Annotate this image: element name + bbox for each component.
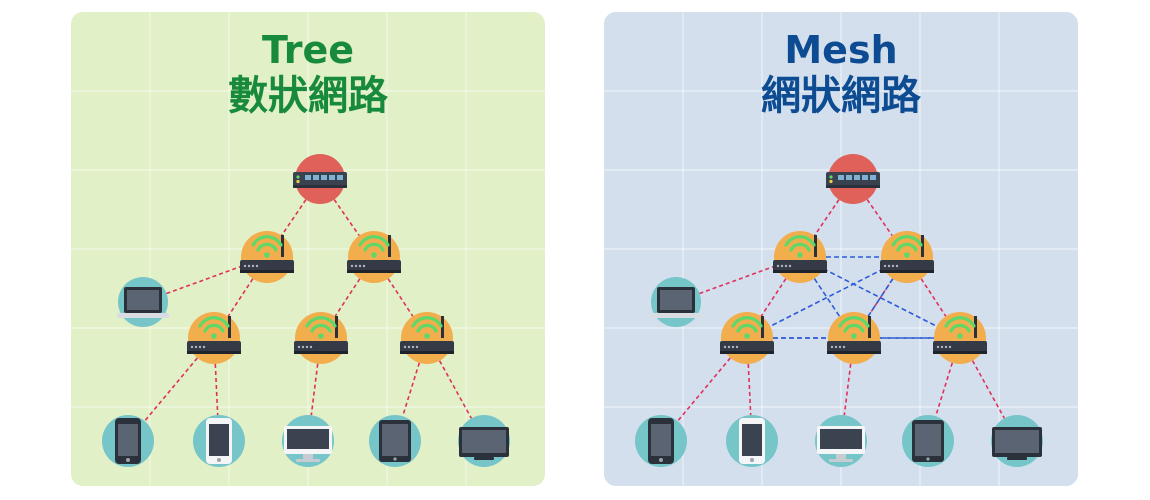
mesh-link-r1-r4 [813,278,841,317]
tree-links [144,199,473,422]
wifi-router-icon [400,312,454,364]
uplink-r2-r5 [387,278,414,317]
uplink-r1-lap [166,265,243,295]
uplink-r2-r4 [334,278,361,317]
uplink-r4-d3 [310,363,319,416]
mesh-links [677,199,1006,422]
smartphone-white-icon [193,415,245,467]
uplink-gw-r1 [813,199,840,236]
mesh-link-r1-r5 [822,267,938,328]
uplink-r5-d5 [971,360,1006,419]
tablet-icon [369,415,421,467]
uplink-gw-r1 [280,199,307,236]
wifi-router-icon [827,312,881,364]
tree-title: Tree 數狀網路 [71,12,545,120]
mesh-topology-diagram [635,154,1043,467]
wifi-router-icon [720,312,774,364]
uplink-r1-lap [699,265,776,295]
uplink-r5-d5 [438,360,473,419]
tv-icon [991,415,1043,467]
mesh-title-zh: 網狀網路 [761,73,921,119]
tablet-icon [902,415,954,467]
uplink-r5-d4 [401,362,421,417]
uplink-r1-r3 [227,278,254,317]
mesh-title: Mesh 網狀網路 [604,12,1078,120]
mesh-link-r2-r3 [769,267,885,328]
mesh-title-en: Mesh [784,28,898,72]
mesh-panel: Mesh 網狀網路 [604,12,1078,486]
monitor-icon [815,415,867,467]
smartphone-white-icon [726,415,778,467]
switch-icon [826,154,880,204]
tree-title-en: Tree [261,28,355,72]
wifi-router-icon [773,231,827,283]
uplink-r1-r3 [760,278,787,317]
uplink-r3-d2 [747,363,752,416]
smartphone-icon [635,415,687,467]
uplink-r3-d1 [677,357,731,422]
laptop-icon [650,277,702,327]
uplink-r2-r5 [920,278,947,317]
tree-panel: Tree 數狀網路 [71,12,545,486]
uplink-r4-d3 [843,363,852,416]
uplink-r3-d1 [144,357,198,422]
uplink-r5-d4 [934,362,954,417]
uplink-r3-d2 [214,363,219,416]
smartphone-icon [102,415,154,467]
wifi-router-icon [880,231,934,283]
switch-icon [293,154,347,204]
tree-topology-diagram [102,154,510,467]
uplink-gw-r2 [866,199,893,237]
laptop-icon [117,277,169,327]
monitor-icon [282,415,334,467]
wifi-router-icon [933,312,987,364]
wifi-router-icon [294,312,348,364]
wifi-router-icon [187,312,241,364]
tv-icon [458,415,510,467]
wifi-router-icon [240,231,294,283]
uplink-gw-r2 [333,199,360,237]
wifi-router-icon [347,231,401,283]
tree-title-zh: 數狀網路 [228,73,388,119]
